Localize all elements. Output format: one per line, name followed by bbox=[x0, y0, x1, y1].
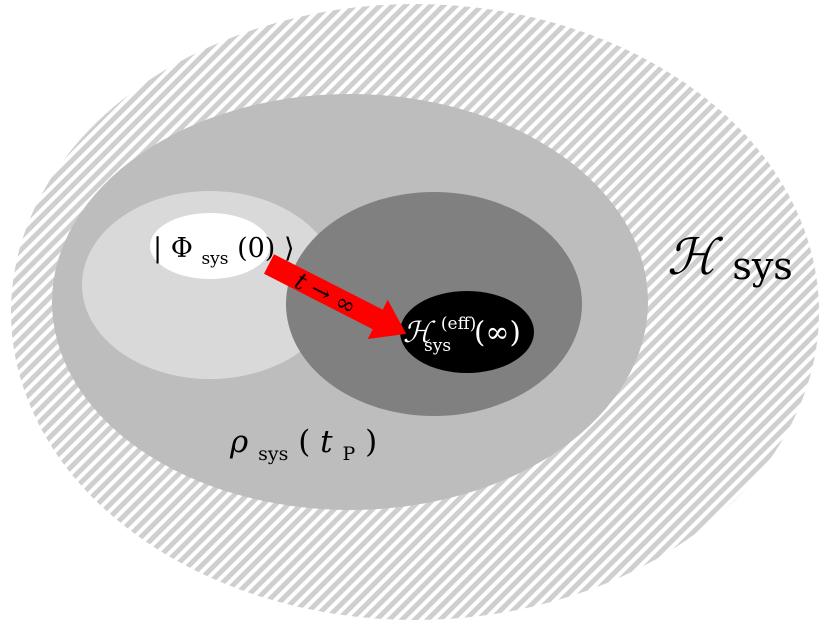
density-subscript: sys bbox=[258, 443, 288, 465]
effective-state-label: ℋ (eff) sys (∞) bbox=[403, 302, 521, 358]
effective-state-ellipse bbox=[400, 291, 534, 373]
hilbert-space-subscript: sys bbox=[732, 244, 792, 288]
initial-state-bra: | bbox=[153, 233, 162, 264]
initial-state-ellipse bbox=[150, 213, 270, 279]
effective-state-superscript: (eff) bbox=[441, 314, 476, 334]
effective-state-subscript: sys bbox=[424, 336, 451, 356]
density-open-paren: ( bbox=[298, 424, 310, 460]
effective-state-symbol: ℋ bbox=[403, 315, 436, 349]
initial-state-ket: ⟩ bbox=[284, 233, 295, 264]
initial-state-argument: (0) bbox=[237, 233, 275, 264]
initial-state-label: | Φ sys (0) ⟩ bbox=[153, 233, 294, 271]
density-close-paren: ) bbox=[365, 424, 377, 460]
initial-state-subscript: sys bbox=[201, 249, 228, 269]
density-time-var: t bbox=[320, 424, 333, 460]
effective-state-argument: (∞) bbox=[474, 315, 521, 349]
density-time-subscript: P bbox=[343, 443, 356, 465]
arrow-shape bbox=[264, 254, 407, 339]
density-symbol: ρ bbox=[229, 424, 248, 460]
hilbert-space-symbol: ℋ bbox=[667, 228, 724, 286]
initial-state-region bbox=[82, 191, 338, 379]
hilbert-space-label: ℋ sys bbox=[667, 228, 793, 288]
density-matrix-label: ρ sys ( t P ) bbox=[229, 424, 377, 468]
initial-state-symbol: Φ bbox=[171, 233, 193, 264]
